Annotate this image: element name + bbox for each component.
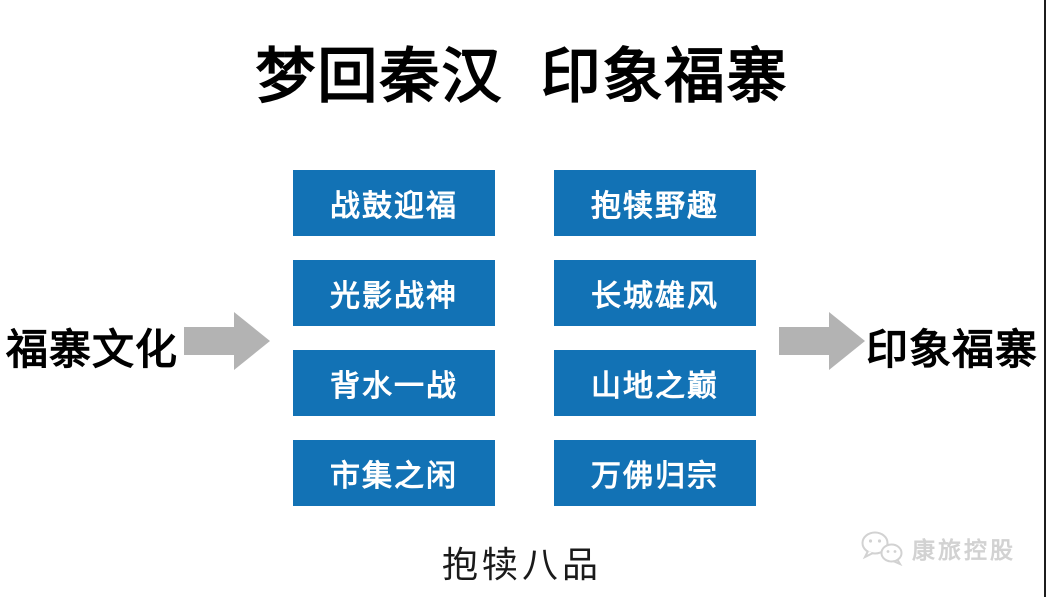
watermark: 康旅控股 xyxy=(860,530,1016,566)
watermark-text: 康旅控股 xyxy=(912,537,1016,563)
right-flow-label: 印象福寨 xyxy=(866,326,1039,373)
feature-box-guangying: 光影战神 xyxy=(293,260,495,326)
bottom-caption: 抱犊八品 xyxy=(441,544,602,585)
feature-box-wanfo: 万佛归宗 xyxy=(554,440,756,506)
left-column: 战鼓迎福 光影战神 背水一战 市集之闲 xyxy=(293,170,495,506)
page-title: 梦回秦汉 印象福寨 xyxy=(255,43,789,110)
right-border-line xyxy=(1044,0,1046,597)
right-column: 抱犊野趣 长城雄风 山地之巅 万佛归宗 xyxy=(554,170,756,506)
feature-box-zhangu: 战鼓迎福 xyxy=(293,170,495,236)
feature-box-baodu: 抱犊野趣 xyxy=(554,170,756,236)
feature-box-shiji: 市集之闲 xyxy=(293,440,495,506)
feature-box-changcheng: 长城雄风 xyxy=(554,260,756,326)
left-flow-label: 福寨文化 xyxy=(6,326,179,373)
arrow-right-icon xyxy=(779,312,865,370)
feature-box-beishui: 背水一战 xyxy=(293,350,495,416)
feature-box-shandi: 山地之巅 xyxy=(554,350,756,416)
arrow-right-icon xyxy=(184,312,270,370)
wechat-icon xyxy=(861,531,903,566)
